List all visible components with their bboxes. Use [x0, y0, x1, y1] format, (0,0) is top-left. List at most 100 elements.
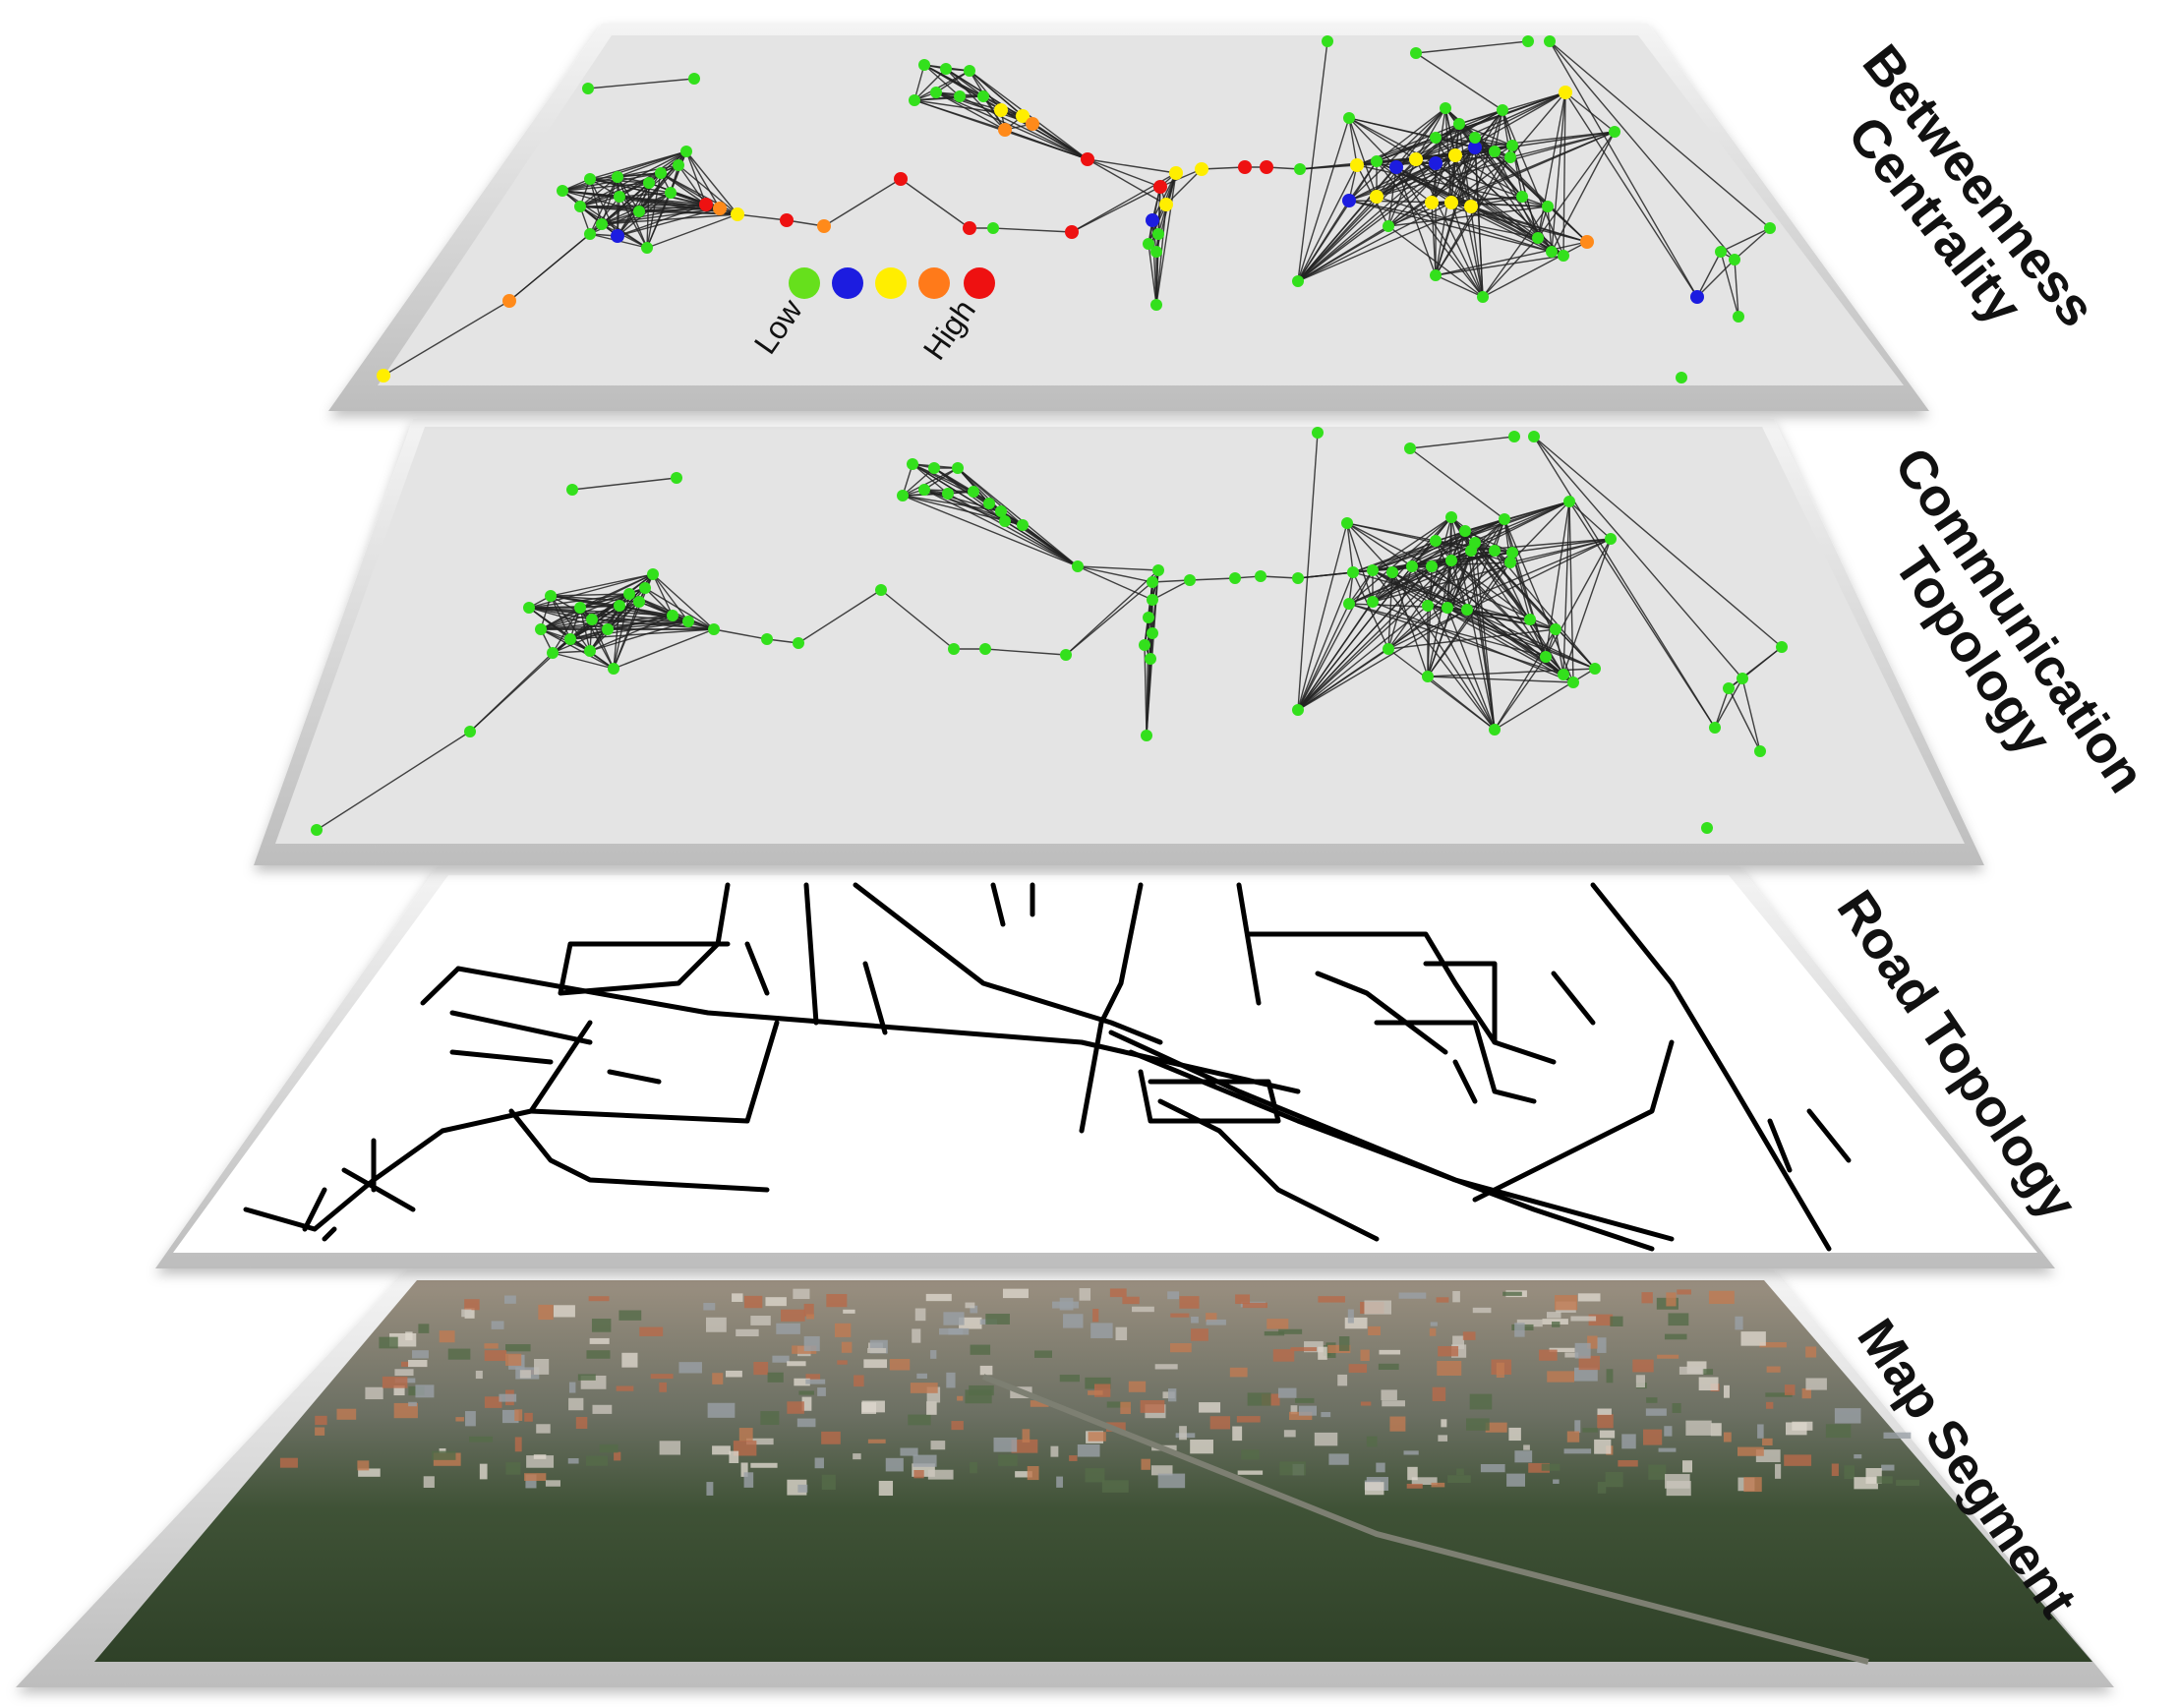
road-segment	[853, 882, 1163, 1045]
graph-node	[1701, 822, 1713, 834]
graph-edge	[1155, 172, 1177, 306]
map-block	[1574, 1367, 1598, 1382]
graph-edge	[1568, 501, 1612, 540]
graph-edge	[579, 593, 630, 609]
road-segment	[1452, 971, 1596, 1104]
graph-node	[643, 177, 655, 189]
map-block	[1539, 1349, 1558, 1361]
map-block	[1784, 1454, 1812, 1466]
map-block	[1762, 1438, 1773, 1445]
graph-edge	[900, 178, 971, 229]
map-block	[1403, 1450, 1419, 1455]
map-block	[1128, 1381, 1147, 1392]
map-block	[913, 1454, 937, 1467]
graph-edge	[685, 150, 738, 215]
map-block	[1077, 1443, 1100, 1457]
graph-edge	[1427, 676, 1496, 731]
map-block	[1672, 1403, 1681, 1413]
graph-node	[907, 458, 918, 470]
graph-edge	[1728, 687, 1761, 752]
map-block	[1456, 1468, 1464, 1476]
graph-edge	[1511, 552, 1547, 658]
map-block	[1645, 1408, 1667, 1416]
map-block	[1318, 1296, 1345, 1303]
map-block	[1553, 1479, 1560, 1484]
road-segment	[558, 882, 731, 996]
graph-edge	[1562, 501, 1570, 676]
graph-node	[1448, 148, 1462, 162]
graph-edge	[1189, 577, 1236, 581]
map-block	[1101, 1480, 1129, 1493]
graph-node	[954, 90, 966, 102]
map-block	[1272, 1349, 1295, 1362]
graph-node	[545, 590, 557, 602]
graph-edge	[1474, 147, 1484, 298]
graph-node	[1563, 496, 1575, 507]
graph-node	[602, 623, 614, 635]
map-block	[1528, 1462, 1550, 1473]
map-block	[1120, 1401, 1131, 1414]
map-block	[524, 1473, 547, 1481]
map-block	[1278, 1328, 1303, 1334]
graph-node	[1422, 600, 1434, 612]
graph-node	[584, 173, 596, 185]
graph-edge	[736, 213, 788, 221]
graph-node	[1152, 228, 1164, 240]
map-block	[743, 1472, 754, 1488]
map-block	[927, 1469, 954, 1480]
graph-edge	[1502, 109, 1564, 257]
graph-node	[1145, 653, 1156, 665]
road-segment	[1236, 882, 1262, 1006]
map-block	[1088, 1432, 1106, 1442]
graph-edge	[1482, 237, 1539, 298]
map-block	[1366, 1436, 1378, 1447]
graph-edge	[618, 172, 662, 198]
graph-edge	[1348, 117, 1378, 198]
graph-node	[1567, 677, 1579, 688]
graph-edge	[913, 68, 947, 101]
map-block	[1677, 1289, 1691, 1295]
graph-edge	[579, 206, 648, 249]
graph-edge	[1494, 150, 1588, 243]
graph-node	[1676, 372, 1687, 383]
map-block	[1678, 1366, 1704, 1375]
graph-node	[523, 602, 535, 614]
map-block	[750, 1462, 778, 1468]
map-block	[1462, 1331, 1476, 1340]
betweenness-graph	[377, 35, 1776, 383]
graph-node	[1504, 557, 1516, 568]
map-block	[837, 1360, 848, 1365]
map-block	[1564, 1352, 1579, 1358]
map-rail-corridor	[981, 1374, 1869, 1665]
graph-edge	[540, 615, 674, 630]
graph-edge	[652, 573, 689, 622]
graph-edge	[579, 150, 687, 207]
map-block	[1618, 1459, 1638, 1467]
graph-node	[1410, 47, 1422, 59]
map-block	[1555, 1295, 1578, 1311]
map-block	[1232, 1426, 1243, 1442]
graph-edge	[579, 176, 618, 207]
map-block	[1698, 1377, 1719, 1391]
map-block	[787, 1401, 804, 1414]
graph-node	[977, 90, 989, 102]
map-block	[484, 1396, 502, 1408]
graph-edge	[1297, 117, 1350, 282]
graph-node	[564, 633, 576, 645]
map-block	[930, 1441, 946, 1450]
map-block	[1552, 1322, 1561, 1327]
graph-edge	[1415, 40, 1529, 54]
map-block	[760, 1411, 780, 1426]
graph-node	[584, 228, 596, 240]
graph-edge	[646, 213, 738, 249]
map-block	[1122, 1296, 1140, 1305]
map-block	[1658, 1447, 1677, 1452]
map-block	[797, 1484, 808, 1493]
map-block	[908, 1414, 931, 1426]
graph-edge	[1297, 164, 1358, 282]
graph-edge	[1346, 522, 1354, 573]
road-segment	[1472, 1039, 1675, 1203]
graph-edge	[1376, 107, 1446, 162]
graph-node	[1589, 663, 1601, 675]
map-block	[1059, 1375, 1080, 1383]
